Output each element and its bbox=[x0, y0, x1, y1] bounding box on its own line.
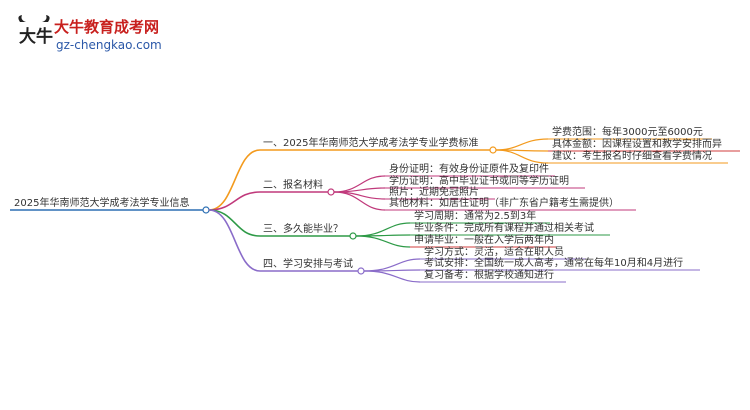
leaf-node[interactable]: 学历证明：高中毕业证书或同等学历证明 bbox=[389, 176, 569, 187]
leaf-node[interactable]: 学习方式：灵活，适合在职人员 bbox=[424, 247, 564, 258]
leaf-node[interactable]: 学费范围：每年3000元至6000元 bbox=[552, 127, 703, 138]
leaf-node[interactable]: 具体金额：因课程设置和教学安排而异 bbox=[552, 139, 722, 150]
svg-text:大牛: 大牛 bbox=[19, 26, 53, 47]
branch-node-materials[interactable]: 二、报名材料 bbox=[263, 180, 323, 191]
brand-title: 大牛教育成考网 bbox=[54, 18, 160, 36]
root-node[interactable]: 2025年华南师范大学成考法学专业信息 bbox=[14, 198, 190, 209]
brand-url: gz-chengkao.com bbox=[56, 38, 162, 52]
leaf-node[interactable]: 毕业条件：完成所有课程并通过相关考试 bbox=[414, 223, 594, 234]
leaf-node[interactable]: 学习周期：通常为2.5到3年 bbox=[414, 211, 537, 222]
leaf-node[interactable]: 建议：考生报名时仔细查看学费情况 bbox=[552, 151, 712, 162]
leaf-node[interactable]: 身份证明：有效身份证原件及复印件 bbox=[389, 164, 549, 175]
branch-node-tuition[interactable]: 一、2025年华南师范大学成考法学专业学费标准 bbox=[263, 138, 479, 149]
brand-logo[interactable]: 大牛 大牛教育成考网 gz-chengkao.com bbox=[14, 12, 214, 62]
leaf-node[interactable]: 考试安排：全国统一成人高考，通常在每年10月和4月进行 bbox=[424, 258, 684, 269]
leaf-node[interactable]: 照片：近期免冠照片 bbox=[389, 187, 479, 198]
leaf-node[interactable]: 申请毕业：一般在入学后两年内 bbox=[414, 235, 554, 246]
branch-node-graduation[interactable]: 三、多久能毕业？ bbox=[263, 224, 343, 235]
bull-logo-icon: 大牛 bbox=[18, 15, 53, 47]
leaf-node[interactable]: 其他材料：如居住证明（非广东省户籍考生需提供） bbox=[389, 198, 619, 209]
leaf-node[interactable]: 复习备考：根据学校通知进行 bbox=[424, 270, 554, 281]
branch-node-study-exam[interactable]: 四、学习安排与考试 bbox=[263, 259, 353, 270]
